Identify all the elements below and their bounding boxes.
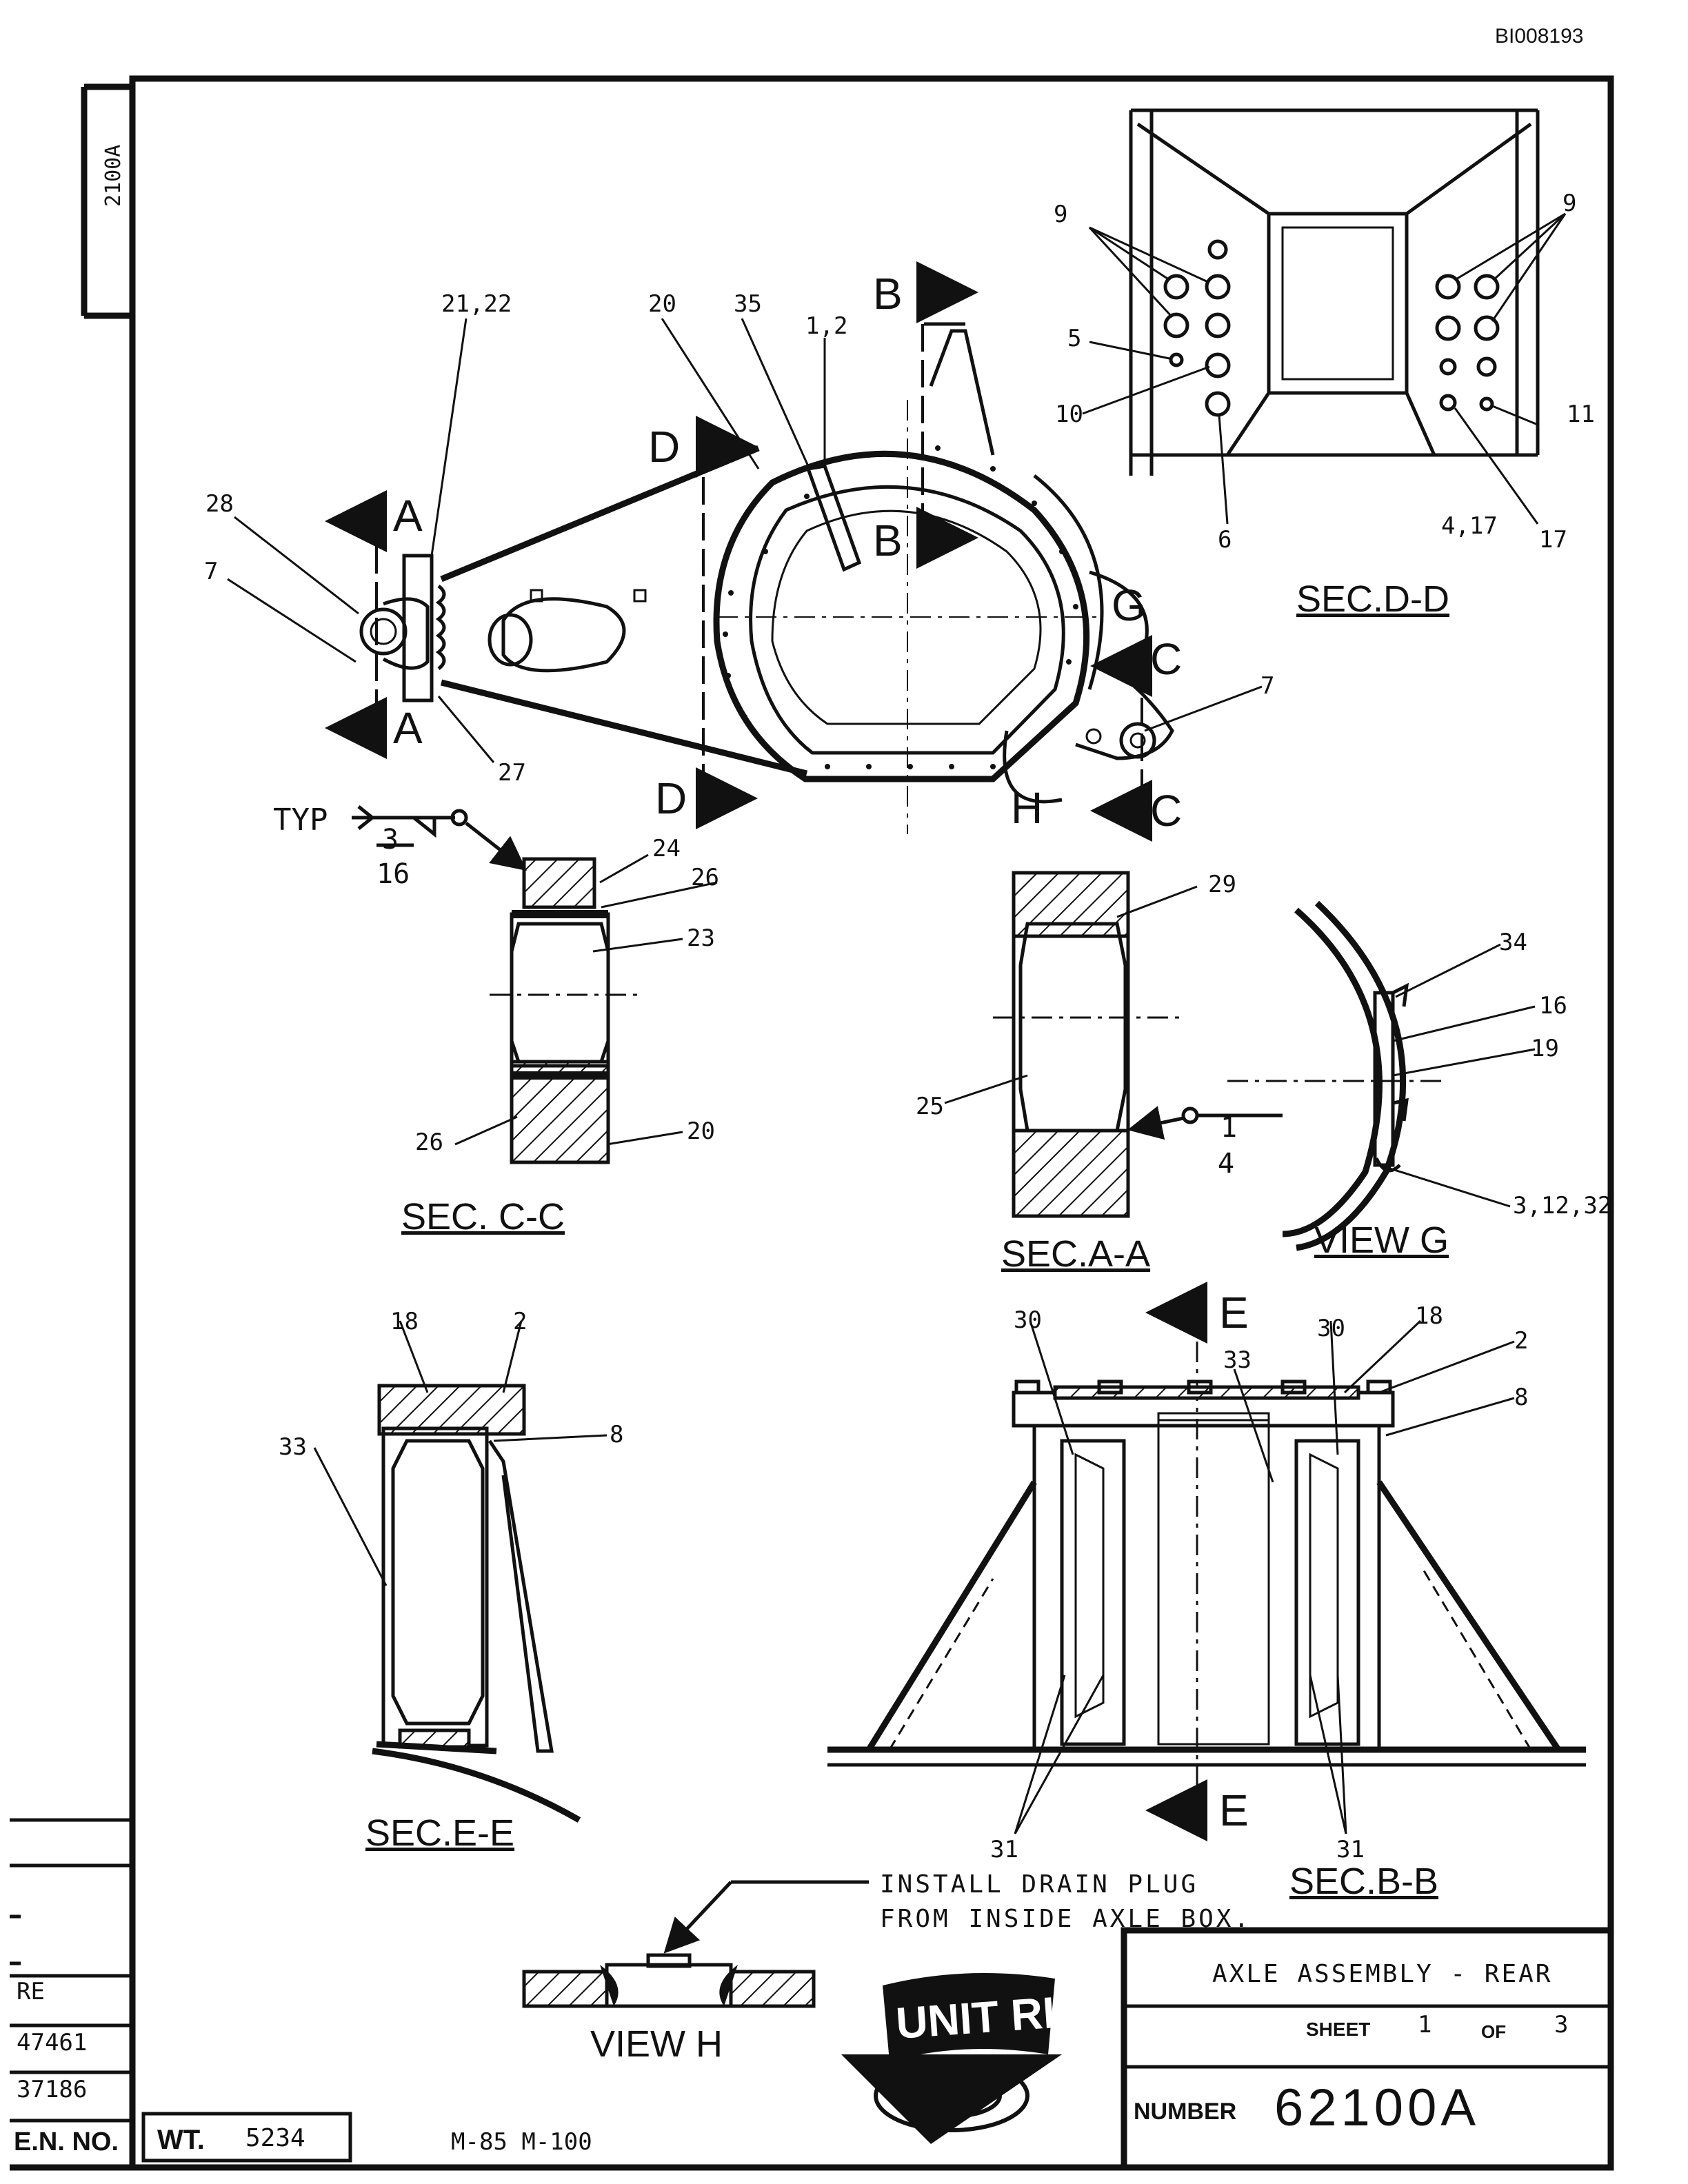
- title-sec-ee: SEC.E-E: [365, 1812, 515, 1854]
- callout-cc-26-top: 26: [691, 864, 719, 891]
- sec-dd-view: [1082, 108, 1567, 525]
- callout-g-16: 16: [1539, 992, 1567, 1020]
- marker-a-bottom: A: [393, 703, 423, 753]
- weld-aa-denominator: 4: [1218, 1148, 1235, 1180]
- callout-dd-9-left: 9: [1054, 201, 1068, 228]
- marker-a-top: A: [393, 491, 423, 540]
- callout-27: 27: [498, 759, 526, 787]
- model-list: M-85 M-100: [451, 2128, 592, 2156]
- callout-g-3-12-32: 3,12,32: [1513, 1192, 1612, 1220]
- title-sec-bb: SEC.B-B: [1289, 1861, 1439, 1902]
- document-code: BI008193: [1495, 25, 1584, 48]
- callout-ee-18: 18: [390, 1308, 419, 1335]
- title-view-g: VIEW G: [1314, 1220, 1449, 1261]
- callout-35: 35: [734, 290, 762, 318]
- callout-bb-2: 2: [1514, 1327, 1529, 1355]
- title-sec-dd: SEC.D-D: [1296, 578, 1450, 620]
- callout-aa-25: 25: [916, 1093, 944, 1120]
- drawing-title: AXLE ASSEMBLY - REAR: [1212, 1960, 1553, 1988]
- weight-value: 5234: [245, 2124, 305, 2152]
- title-block: [1121, 1927, 1614, 2171]
- callout-cc-23: 23: [687, 924, 715, 952]
- marker-d-top: D: [648, 422, 681, 472]
- callout-cc-24: 24: [652, 835, 681, 862]
- sec-ee-view: [372, 1384, 581, 1823]
- callout-dd-11: 11: [1567, 401, 1595, 428]
- view-h-view: [522, 1880, 869, 2008]
- drawing-number: 62100A: [1274, 2079, 1480, 2137]
- weight-label: WT.: [157, 2125, 205, 2155]
- revision-strip-label: 2100A: [101, 144, 125, 207]
- main-axle-view: [359, 322, 1174, 834]
- revision-table: [10, 1818, 359, 2171]
- callout-aa-29: 29: [1208, 871, 1236, 898]
- of-label: OF: [1481, 2021, 1507, 2042]
- marker-e-bottom: E: [1219, 1786, 1249, 1835]
- callout-bb-30-right: 30: [1317, 1315, 1345, 1342]
- title-view-h: VIEW H: [590, 2023, 723, 2065]
- callout-20: 20: [648, 290, 676, 318]
- callout-bb-8: 8: [1514, 1384, 1529, 1411]
- revision-row-2: 37186: [17, 2076, 88, 2103]
- callout-dd-4-17: 4,17: [1441, 512, 1498, 540]
- title-sec-cc: SEC. C-C: [401, 1196, 565, 1237]
- callout-g-19: 19: [1531, 1035, 1559, 1062]
- note-line-2: FROM INSIDE AXLE BOX.: [880, 1905, 1252, 1933]
- revision-row-1: 47461: [17, 2029, 88, 2056]
- weld-aa-numerator: 1: [1220, 1112, 1238, 1144]
- callout-1-2: 1,2: [805, 312, 848, 340]
- marker-b-top: B: [873, 269, 903, 318]
- title-sec-aa: SEC.A-A: [1001, 1233, 1151, 1275]
- callout-g-34: 34: [1499, 929, 1527, 956]
- marker-b-bottom: B: [873, 516, 903, 565]
- sheet-border: [81, 75, 1614, 2171]
- sec-bb-view: [827, 1379, 1586, 1767]
- weld-typ-denominator: 16: [376, 858, 410, 890]
- callout-7-right: 7: [1260, 672, 1275, 700]
- sec-aa-view: [993, 871, 1283, 1218]
- note-line-1: INSTALL DRAIN PLUG: [880, 1870, 1199, 1899]
- marker-g: G: [1112, 580, 1146, 630]
- callout-dd-5: 5: [1067, 325, 1082, 352]
- weld-typ-numerator: 3: [382, 824, 399, 856]
- callout-cc-26-bottom: 26: [415, 1129, 443, 1156]
- en-no-label: E.N. NO.: [14, 2127, 119, 2156]
- callout-cc-20: 20: [687, 1118, 715, 1145]
- revision-header: RE: [17, 1978, 45, 2005]
- callout-dd-17: 17: [1539, 526, 1567, 554]
- marker-c-top: C: [1150, 634, 1183, 684]
- sheet-number: 1: [1418, 2011, 1432, 2039]
- callout-dd-9-right: 9: [1563, 190, 1577, 217]
- callout-bb-30-left: 30: [1014, 1306, 1042, 1334]
- unit-rig-logo: UNIT RIG: [841, 1973, 1091, 2144]
- sheet-label: SHEET: [1306, 2019, 1371, 2040]
- marker-d-bottom: D: [655, 774, 687, 823]
- weld-typ-label: TYP: [273, 802, 328, 838]
- callout-7-left: 7: [204, 558, 219, 585]
- marker-e-top: E: [1219, 1288, 1249, 1337]
- callout-21-22: 21,22: [441, 290, 512, 318]
- callout-bb-31-right: 31: [1336, 1836, 1365, 1863]
- marker-h: H: [1011, 783, 1043, 833]
- callout-bb-18: 18: [1415, 1302, 1443, 1330]
- number-label: NUMBER: [1134, 2099, 1237, 2125]
- callout-bb-33: 33: [1223, 1346, 1252, 1374]
- callout-dd-6: 6: [1218, 526, 1232, 554]
- sheet-total: 3: [1554, 2011, 1569, 2039]
- callout-ee-8: 8: [610, 1421, 624, 1448]
- marker-c-bottom: C: [1150, 786, 1183, 836]
- callout-ee-33: 33: [279, 1433, 307, 1461]
- callout-dd-10: 10: [1055, 401, 1083, 428]
- view-g-view: [1227, 900, 1448, 1251]
- callout-leaders: [227, 318, 1536, 1834]
- callout-28: 28: [205, 490, 234, 518]
- callout-ee-2: 2: [513, 1308, 528, 1335]
- sec-cc-view: [352, 805, 641, 1164]
- callout-bb-31-left: 31: [990, 1836, 1018, 1863]
